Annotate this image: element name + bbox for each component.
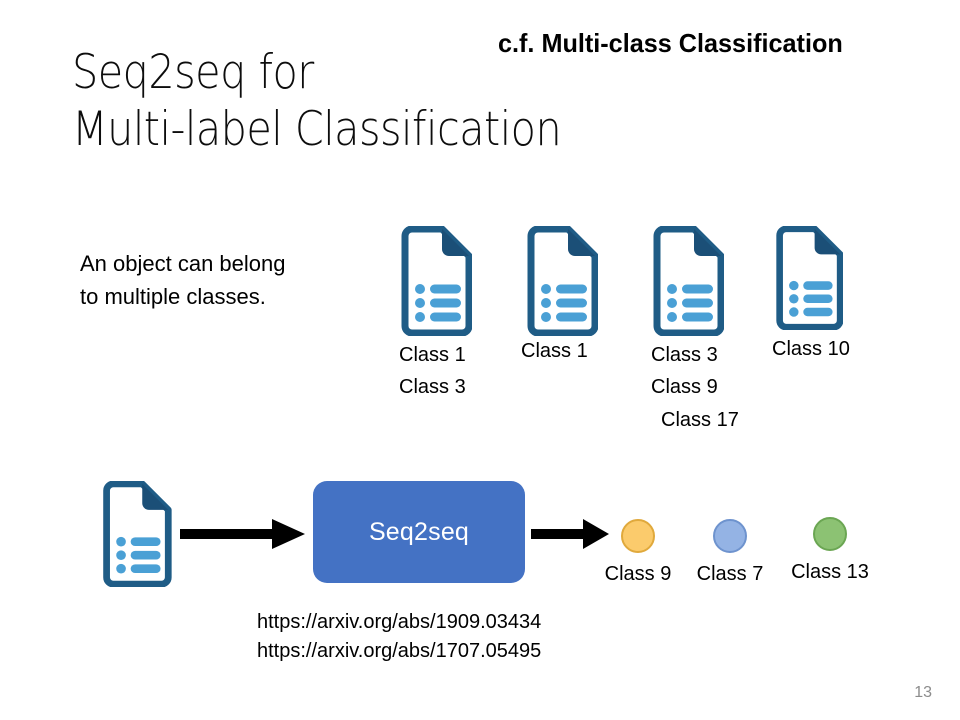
- class-dot-green: [813, 517, 847, 551]
- output-class-label: Class 7: [696, 563, 764, 585]
- output-class-label: Class 13: [791, 561, 869, 583]
- class-label: Class 17: [661, 408, 739, 431]
- document-list-icon: [524, 226, 598, 336]
- model-box[interactable]: Seq2seq: [313, 481, 525, 583]
- class-label: Class 10: [772, 338, 850, 360]
- class-label: Class 3: [399, 376, 466, 399]
- class-dot-blue: [713, 519, 747, 553]
- class-label-stack: Class 1 Class 3: [399, 339, 466, 404]
- class-label: Class 1: [399, 344, 466, 366]
- output-class: Class 13: [791, 517, 869, 584]
- corner-heading: c.f. Multi-class Classification: [498, 28, 843, 58]
- reference-link[interactable]: https://arxiv.org/abs/1707.05495: [257, 640, 542, 663]
- class-label: Class 1: [521, 340, 588, 362]
- class-label-stack: Class 3 Class 9 Class 17: [651, 339, 739, 436]
- output-class: Class 7: [695, 519, 765, 586]
- class-dot-yellow: [621, 519, 655, 553]
- output-class-label: Class 9: [604, 563, 672, 585]
- reference-links: https://arxiv.org/abs/1909.03434 https:/…: [257, 608, 541, 666]
- output-class: Class 9: [603, 519, 673, 586]
- document-list-icon: [398, 226, 472, 336]
- document-list-icon: [773, 226, 843, 330]
- class-label-stack: Class 10: [772, 333, 850, 365]
- document-list-icon: [97, 481, 174, 587]
- slide-number: 13: [914, 684, 932, 701]
- arrow-right-icon: [180, 518, 305, 550]
- arrow-right-icon: [531, 518, 609, 550]
- document-list-icon: [650, 226, 724, 336]
- explanatory-note: An object can belong to multiple classes…: [80, 251, 286, 309]
- class-label: Class 9: [651, 376, 718, 399]
- class-label: Class 3: [651, 344, 718, 366]
- page-title: Seq2seq for Multi-label Classification: [72, 45, 562, 158]
- reference-link[interactable]: https://arxiv.org/abs/1909.03434: [257, 611, 542, 633]
- class-label-stack: Class 1: [521, 335, 588, 367]
- model-box-label: Seq2seq: [368, 517, 470, 546]
